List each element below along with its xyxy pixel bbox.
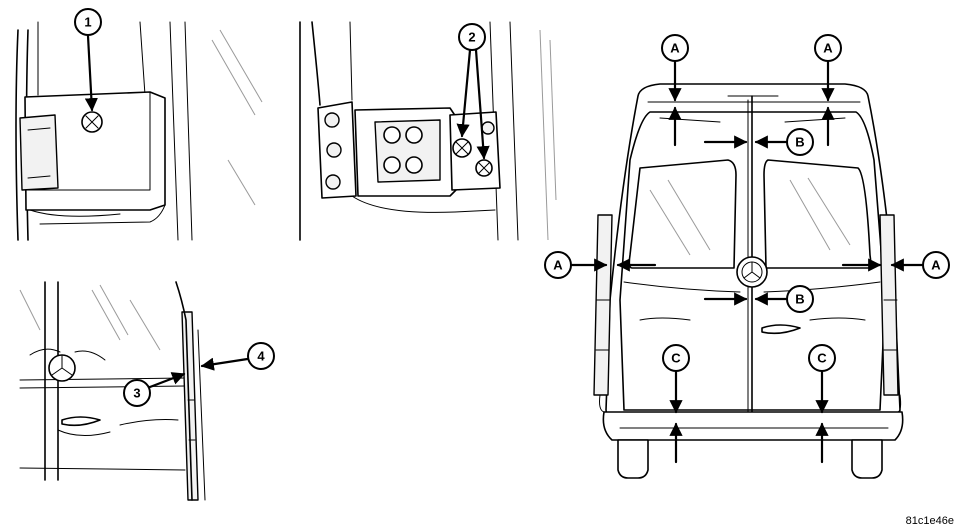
callout-arrows <box>84 34 924 464</box>
callout-b-lower-label: B <box>795 292 804 307</box>
callout-4-label: 4 <box>257 349 265 364</box>
callout-a-top-right: A <box>814 34 842 62</box>
panel-van-rear <box>593 83 904 479</box>
door-seal-strip <box>181 311 199 501</box>
callout-a-right: A <box>922 251 950 279</box>
callout-2-label: 2 <box>468 30 475 45</box>
tail-light-left <box>593 214 613 396</box>
window-right <box>763 159 872 269</box>
callout-b-lower: B <box>786 285 814 313</box>
mud-flap-left <box>617 439 649 479</box>
figure-reference-code: 81c1e46e <box>905 515 954 527</box>
callout-3-label: 3 <box>133 386 140 401</box>
callout-1-label: 1 <box>84 15 91 30</box>
tail-light-right <box>879 214 899 396</box>
callout-c-left: C <box>662 344 690 372</box>
rear-bumper <box>602 411 904 441</box>
callout-a-right-label: A <box>931 258 941 273</box>
callout-a-top-right-label: A <box>823 41 833 56</box>
callout-c-right: C <box>808 344 836 372</box>
van-door-handle <box>761 324 801 335</box>
window-left <box>628 159 737 269</box>
callout-c-left-label: C <box>671 351 681 366</box>
panel-lower-hinge <box>299 21 557 241</box>
panel-door-seal <box>19 281 206 501</box>
hinge-knuckle <box>19 114 59 191</box>
callout-b-upper-label: B <box>795 135 804 150</box>
callout-a-top-left: A <box>661 34 689 62</box>
callout-4: 4 <box>247 342 275 370</box>
door-handle <box>61 416 101 427</box>
callout-a-left: A <box>544 251 572 279</box>
callout-a-left-label: A <box>553 258 563 273</box>
callout-1: 1 <box>74 8 102 36</box>
mud-flap-right <box>851 439 883 479</box>
callout-2: 2 <box>458 23 486 51</box>
callout-3: 3 <box>123 379 151 407</box>
callout-a-top-left-label: A <box>670 41 680 56</box>
panel-upper-hinge <box>15 21 263 241</box>
callout-b-upper: B <box>786 128 814 156</box>
callout-c-right-label: C <box>817 351 827 366</box>
